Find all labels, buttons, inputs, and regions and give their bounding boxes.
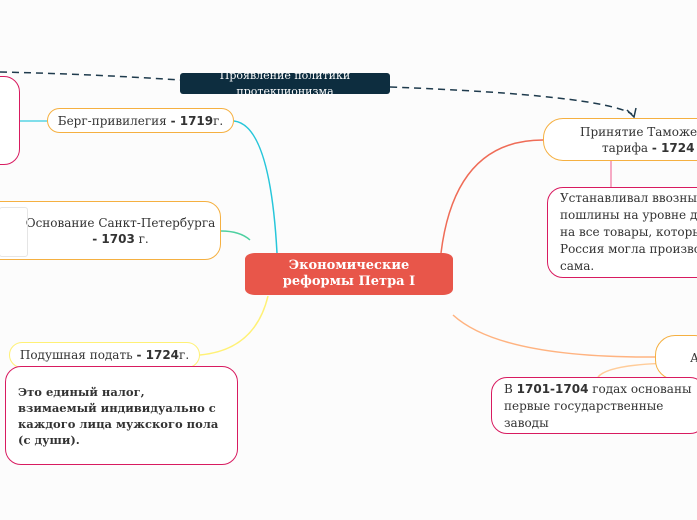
node-right[interactable]: А xyxy=(655,335,697,380)
year: - 1703 xyxy=(92,231,135,246)
suffix: г. xyxy=(179,348,190,362)
tariff-desc[interactable]: Устанавливал ввозные пошлины на уровне д… xyxy=(547,187,697,278)
podush-desc[interactable]: Это единый налог, взимаемый индивидуальн… xyxy=(5,366,238,465)
node-berg[interactable]: Берг-привилегия - 1719 г. xyxy=(47,108,234,133)
year: - 1724 xyxy=(651,140,695,155)
text: В xyxy=(504,382,517,396)
node-text: Принятие Таможенн xyxy=(580,124,697,139)
node-text: Основание Санкт-Петербурга xyxy=(25,215,216,230)
factories-desc[interactable]: В 1701-1704 годах основаны первые госуда… xyxy=(491,377,697,434)
arrowhead-icon xyxy=(626,107,637,119)
year: - 1719 xyxy=(170,113,214,128)
suffix: г. xyxy=(134,231,149,246)
node-tariff[interactable]: Принятие Таможенн тарифа - 1724 г. xyxy=(543,118,697,161)
node-text: Берг-привилегия xyxy=(57,113,167,128)
image-placeholder xyxy=(0,207,28,257)
left-desc-box[interactable] xyxy=(0,76,20,165)
suffix: г. xyxy=(213,113,224,128)
years: 1701-1704 xyxy=(516,382,589,396)
node-text: тарифа xyxy=(602,140,649,155)
year: - 1724 xyxy=(136,348,180,362)
node-podushnaya[interactable]: Подушная подать - 1724 г. xyxy=(9,342,200,368)
relation-label[interactable]: Проявление политики протекционизма xyxy=(180,69,390,98)
node-spb[interactable]: Основание Санкт-Петербурга - 1703 г. xyxy=(0,201,221,260)
text: годах основаны первые государственные за… xyxy=(504,382,692,430)
node-text: Подушная подать xyxy=(19,348,133,362)
central-topic[interactable]: Экономические реформы Петра I xyxy=(245,253,453,295)
